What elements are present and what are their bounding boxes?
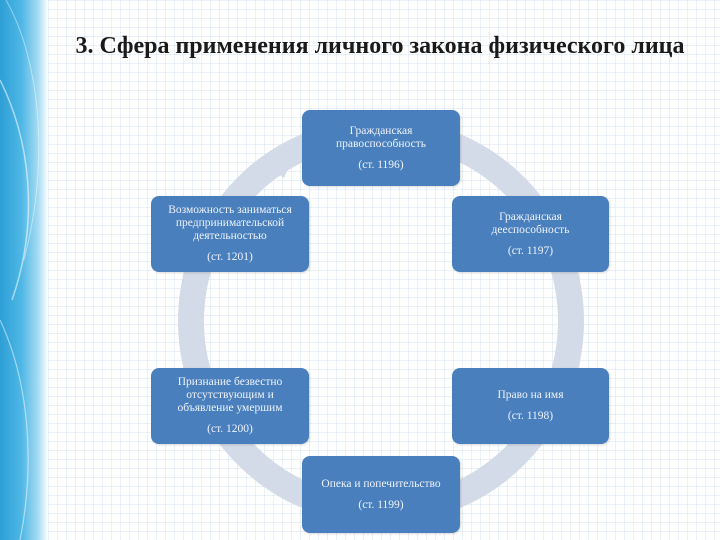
node-label: Гражданская правоспособность [336, 124, 426, 150]
node-label: Право на имя [497, 389, 564, 401]
node-article: (ст. 1199) [358, 498, 404, 511]
slide-title: 3. Сфера применения личного закона физич… [75, 33, 685, 59]
node-guardianship: Опека и попечительство (ст. 1199) [302, 456, 460, 533]
decorative-curves [0, 0, 40, 540]
node-label: Признание безвестно отсутствующим и объя… [177, 376, 283, 414]
node-article: (ст. 1198) [507, 410, 554, 422]
node-missing-declared-dead: Признание безвестно отсутствующим и объя… [151, 368, 309, 444]
node-active-capacity: Гражданская дееспособность (ст. 1197) [452, 196, 609, 272]
node-article: (ст. 1197) [507, 244, 554, 257]
node-article: (ст. 1196) [358, 158, 404, 171]
node-article: (ст. 1200) [207, 423, 253, 435]
left-accent-band [0, 0, 48, 540]
node-label: Опека и попечительство [321, 477, 441, 490]
node-right-to-name: Право на имя (ст. 1198) [452, 368, 609, 444]
node-label: Возможность заниматься предпринимательск… [168, 204, 292, 242]
node-article: (ст. 1201) [207, 251, 253, 263]
node-legal-capacity: Гражданская правоспособность (ст. 1196) [302, 110, 460, 186]
node-entrepreneurship: Возможность заниматься предпринимательск… [151, 196, 309, 272]
node-label: Гражданская дееспособность [491, 210, 570, 236]
cycle-arrowhead [262, 140, 300, 178]
